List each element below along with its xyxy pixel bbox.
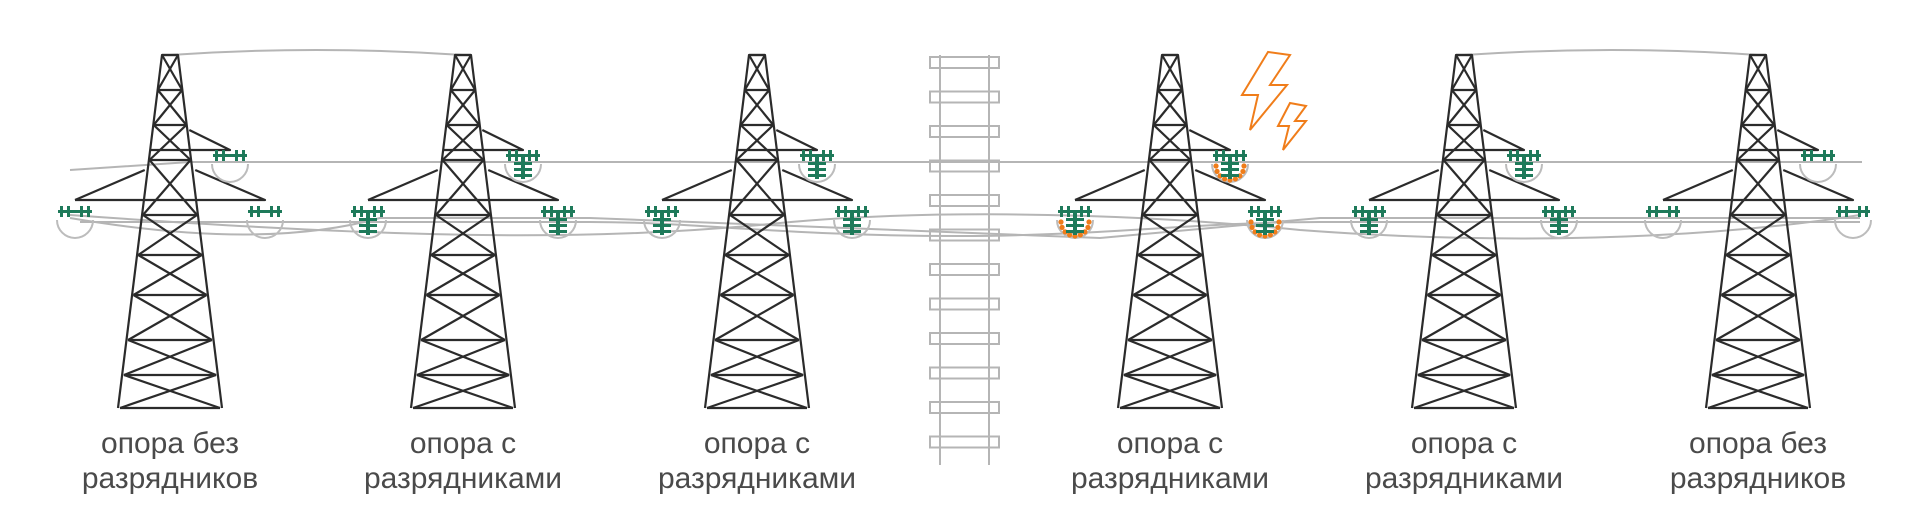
- transmission-tower-icon: [1662, 53, 1855, 410]
- railway-sleeper: [929, 297, 1000, 311]
- insulator-icon: [56, 206, 94, 239]
- tower-caption: опора с разрядниками: [323, 426, 603, 496]
- railway-sleeper: [929, 435, 1000, 449]
- caption-line: разрядников: [81, 462, 259, 495]
- railway-sleeper: [929, 159, 1000, 173]
- surge-arrester-icon: [1505, 150, 1543, 183]
- transmission-tower-icon: [661, 53, 854, 410]
- railway-sleeper: [929, 401, 1000, 414]
- lightning-bolt: [1276, 101, 1309, 151]
- transmission-tower-icon: [367, 53, 560, 410]
- tower-caption: опора без разрядников: [1618, 426, 1898, 496]
- phase-wire: [80, 221, 1860, 238]
- tower-caption: опора с разрядниками: [1324, 426, 1604, 496]
- railway-sleeper: [929, 125, 1000, 138]
- lightning-strike-icon: [1240, 50, 1309, 151]
- surge-arrester-icon: [1056, 206, 1094, 239]
- insulator-icon: [246, 206, 284, 239]
- surge-arrester-icon: [1246, 206, 1284, 239]
- railway-sleeper: [929, 56, 1000, 69]
- surge-arrester-icon: [833, 206, 871, 239]
- surge-arrester-icon: [349, 206, 387, 239]
- surge-arrester-icon: [1350, 206, 1388, 239]
- lightning-bolt: [1240, 50, 1292, 131]
- caption-line: опора с: [703, 427, 811, 460]
- caption-line: разрядниками: [1070, 462, 1270, 495]
- railway-sleeper: [929, 263, 1000, 276]
- insulator-icon: [1834, 206, 1872, 239]
- railway-sleeper: [929, 332, 1000, 345]
- ground-wire: [1463, 49, 1759, 56]
- phase-wire: [69, 213, 1861, 240]
- caption-line: опора с: [409, 427, 517, 460]
- transmission-tower-icon: [1368, 53, 1561, 410]
- caption-line: опора с: [1410, 427, 1518, 460]
- surge-arrester-icon: [1540, 206, 1578, 239]
- surge-arrester-icon: [798, 150, 836, 183]
- surge-arrester-icon: [1211, 150, 1249, 183]
- surge-arrester-icon: [539, 206, 577, 239]
- caption-line: разрядниками: [657, 462, 857, 495]
- upper-phase-wire: [69, 161, 1862, 171]
- towers: [74, 53, 1855, 410]
- railway-sleeper: [929, 228, 1000, 242]
- railway-sleeper: [929, 194, 1000, 207]
- insulator-fittings: [56, 150, 1872, 239]
- caption-line: разрядников: [1669, 462, 1847, 495]
- caption-line: опора с: [1116, 427, 1224, 460]
- insulator-icon: [1644, 206, 1682, 239]
- transmission-tower-icon: [1074, 53, 1267, 410]
- insulator-icon: [211, 150, 249, 183]
- surge-arrester-icon: [504, 150, 542, 183]
- railway-track-icon: [929, 55, 1000, 465]
- surge-arrester-icon: [643, 206, 681, 239]
- overhead-wires: [69, 49, 1862, 240]
- tower-caption: опора с разрядниками: [1030, 426, 1310, 496]
- caption-line: разрядниками: [1364, 462, 1564, 495]
- tower-caption: опора без разрядников: [30, 426, 310, 496]
- transmission-tower-icon: [74, 53, 267, 410]
- railway-sleeper: [929, 366, 1000, 380]
- caption-line: опора без: [1689, 427, 1827, 460]
- railway-sleeper: [929, 90, 1000, 104]
- ground-wire: [169, 49, 464, 56]
- insulator-icon: [1799, 150, 1837, 183]
- caption-line: разрядниками: [363, 462, 563, 495]
- caption-line: опора без: [101, 427, 239, 460]
- tower-caption: опора с разрядниками: [617, 426, 897, 496]
